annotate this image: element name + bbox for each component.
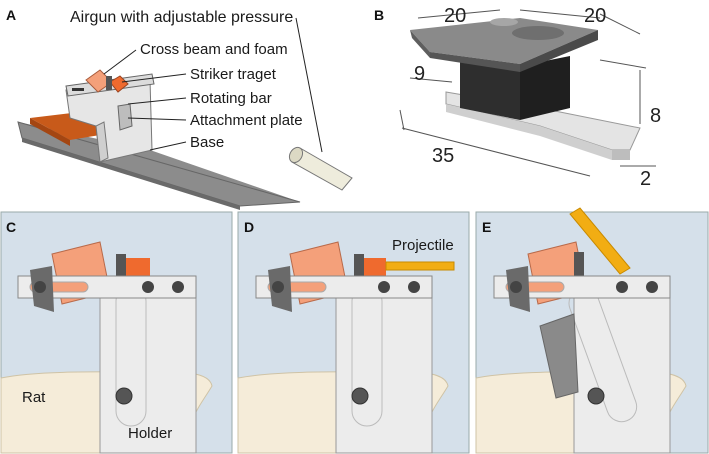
attachment-plate [117,103,133,131]
base-plate [18,122,300,206]
label-cross-beam: Cross beam and foam [140,41,288,58]
dim-top-left: 20 [444,5,466,27]
label-striker: Striker traget [190,66,277,83]
holder [335,295,433,454]
holder [573,295,671,454]
panel-e: E [475,207,709,454]
projectile [385,261,455,271]
dim-top-right: 20 [584,5,606,27]
projectile [569,207,631,275]
dim-length: 35 [432,145,454,167]
pivot-screw [351,387,369,405]
dark-block-side [520,56,570,120]
pivot-screw [115,387,133,405]
dimension-lines [399,9,656,177]
striker-target [109,75,129,93]
label-attachment-plate: Attachment plate [190,112,303,129]
label-rat: Rat [22,389,46,406]
panel-c: C Rat Holder [0,211,233,454]
panel-b: B 20 20 9 8 35 2 [374,5,661,190]
leader-lines [103,17,323,153]
orange-base [30,112,118,140]
panel-b-letter: B [374,7,384,23]
dim-tip: 2 [640,168,651,190]
panel-c-letter: C [6,219,16,235]
rotated-plate [539,313,579,399]
panel-e-letter: E [482,219,491,235]
label-airgun: Airgun with adjustable pressure [70,9,293,26]
dark-block-front [460,58,520,120]
panel-a: A Airgun with adjustable [6,7,353,210]
panel-d: D Projectile [237,211,470,454]
label-holder: Holder [128,425,172,442]
dim-right-height: 8 [650,105,661,127]
striker-post [354,254,364,284]
striker-post [116,254,126,284]
label-projectile: Projectile [392,237,454,254]
label-rotating-bar: Rotating bar [190,90,272,107]
pivot-screw [587,387,605,405]
panel-d-letter: D [244,219,254,235]
top-hole [512,26,564,40]
striker-post [574,252,584,282]
label-base: Base [190,134,224,151]
panel-a-letter: A [6,7,16,23]
dim-left-height: 9 [414,63,425,85]
